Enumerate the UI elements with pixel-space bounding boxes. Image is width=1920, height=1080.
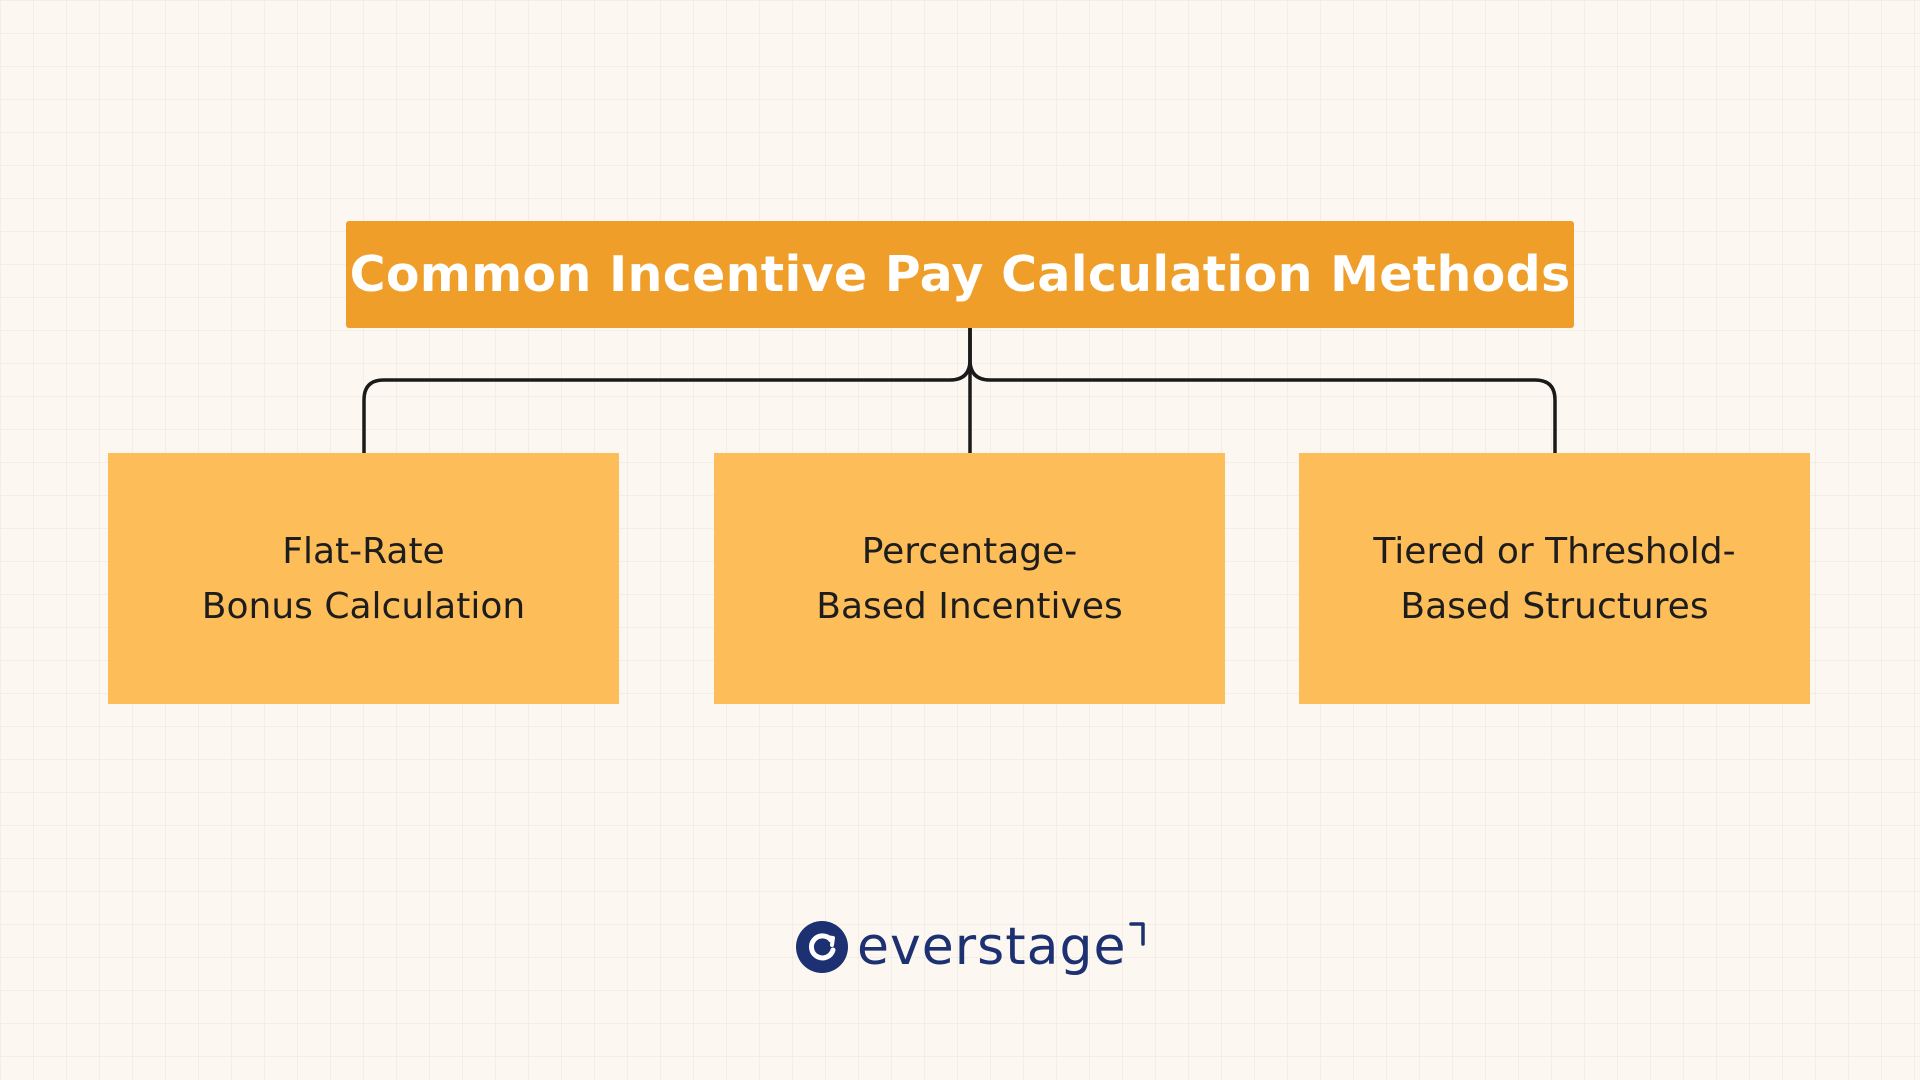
- method-label-line-1: Tiered or Threshold-: [1373, 530, 1736, 572]
- method-box-percentage-based: Percentage- Based Incentives: [714, 453, 1225, 704]
- method-box-tiered-threshold: Tiered or Threshold- Based Structures: [1299, 453, 1810, 704]
- method-box-flat-rate: Flat-Rate Bonus Calculation: [108, 453, 619, 704]
- method-label-line-1: Flat-Rate: [282, 530, 445, 572]
- method-label-line-2: Based Incentives: [816, 585, 1123, 627]
- everstage-wordmark: everstage: [857, 917, 1127, 977]
- method-label-line-2: Bonus Calculation: [201, 585, 526, 627]
- diagram-title-box: Common Incentive Pay Calculation Methods: [346, 221, 1574, 328]
- connector-to-box-3: [968, 328, 1557, 453]
- everstage-logo: everstage: [795, 920, 1150, 974]
- connector-to-box-1: [362, 328, 972, 453]
- method-label-line-2: Based Structures: [1400, 585, 1709, 627]
- diagram-title: Common Incentive Pay Calculation Methods: [349, 246, 1571, 303]
- method-label-line-1: Percentage-: [861, 530, 1078, 572]
- logo-tick-icon: [1129, 922, 1146, 946]
- everstage-logo-icon: [796, 921, 848, 973]
